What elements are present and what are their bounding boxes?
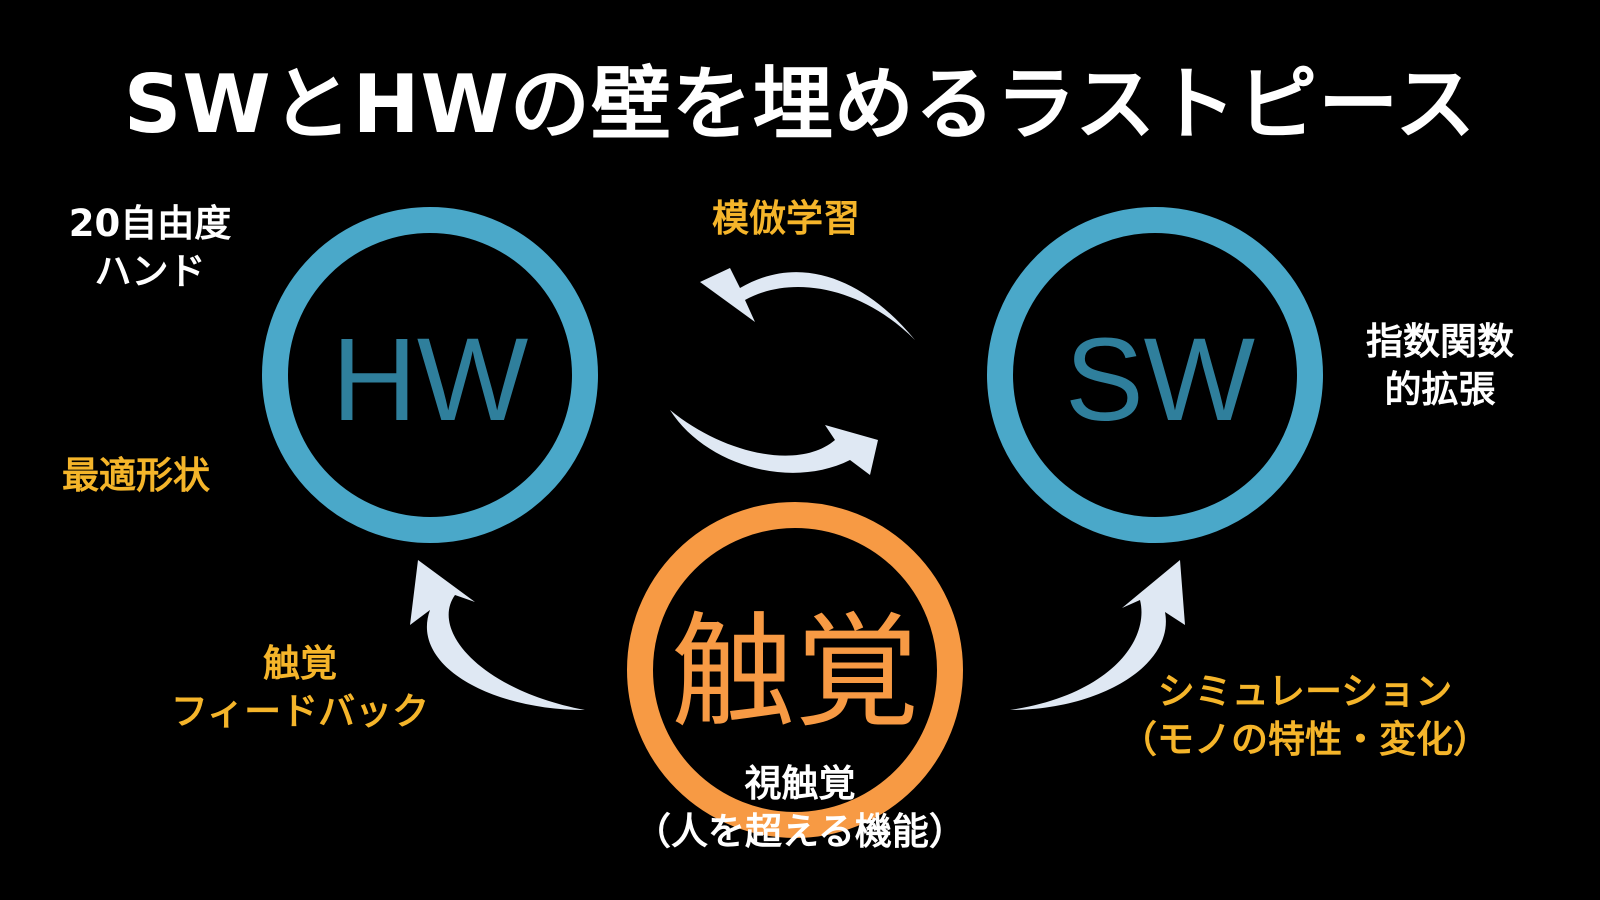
dof-hand-label: 20自由度 ハンド [55,200,245,296]
tactile-feedback-label: 触覚 フィードバック [170,640,430,736]
simulation-line1: シミュレーション [1157,670,1453,713]
sw-node-label: SW [1065,314,1255,446]
hw-circle [262,207,598,543]
arrow-sw-to-hw [700,268,915,340]
hw-node-label: HW [332,314,529,446]
exponential-expansion-label: 指数関数 的拡張 [1345,318,1535,414]
exponential-line2: 的拡張 [1384,368,1496,412]
visuotactile-label: 視触覚 （人を超える機能） [600,760,1000,856]
page-title: SWとHWの壁を埋めるラストピース [123,58,1477,151]
touch-circle [627,502,963,838]
optimal-shape-label: 最適形状 [62,454,210,497]
arrow-hw-to-sw [670,410,878,475]
arrow-touch-to-hw [410,560,585,710]
imitation-learning-label: 模倣学習 [712,197,860,240]
visuotactile-line1: 視触覚 [744,762,856,805]
dof-label-line2: ハンド [94,250,206,294]
tactile-feedback-line2: フィードバック [170,690,430,734]
dof-label-line1: 20自由度 [68,202,232,245]
simulation-line2: （モノの特性・変化） [1120,718,1490,762]
simulation-label: シミュレーション （モノの特性・変化） [1110,668,1500,764]
exponential-line1: 指数関数 [1366,320,1514,363]
sw-circle [987,207,1323,543]
touch-node-label: 触覚 [671,601,919,745]
arrow-touch-to-sw [1010,560,1185,710]
visuotactile-line2: （人を超える機能） [634,810,966,854]
tactile-feedback-line1: 触覚 [263,642,337,685]
